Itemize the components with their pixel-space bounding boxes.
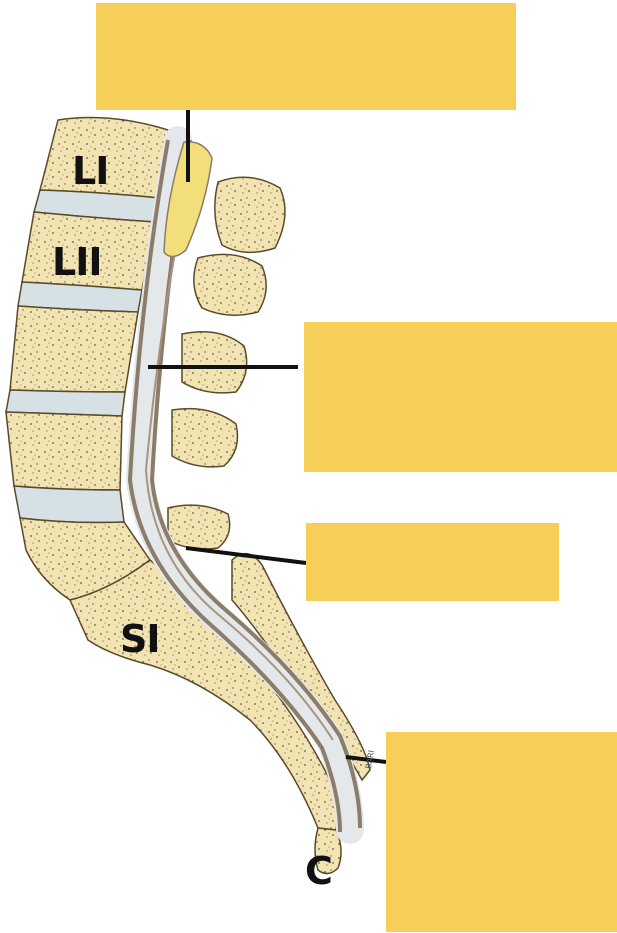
vertebral-body-4 <box>6 412 122 490</box>
label-box-1 <box>96 3 516 110</box>
disc-4 <box>14 486 124 523</box>
spinous-process-3 <box>182 332 247 393</box>
spinous-process-2 <box>194 254 266 315</box>
spinous-process-5 <box>168 505 230 549</box>
label-box-3 <box>306 523 559 601</box>
label-vertebra-2: LII <box>52 243 102 281</box>
label-sacrum: SI <box>120 620 160 658</box>
vertebral-body-3 <box>10 306 138 392</box>
spinous-process-4 <box>172 409 238 467</box>
label-box-2 <box>304 322 617 472</box>
label-coccyx: C <box>305 852 332 890</box>
label-box-4 <box>386 732 617 932</box>
spinous-process-1 <box>215 177 285 252</box>
label-vertebra-1: LI <box>72 152 108 190</box>
